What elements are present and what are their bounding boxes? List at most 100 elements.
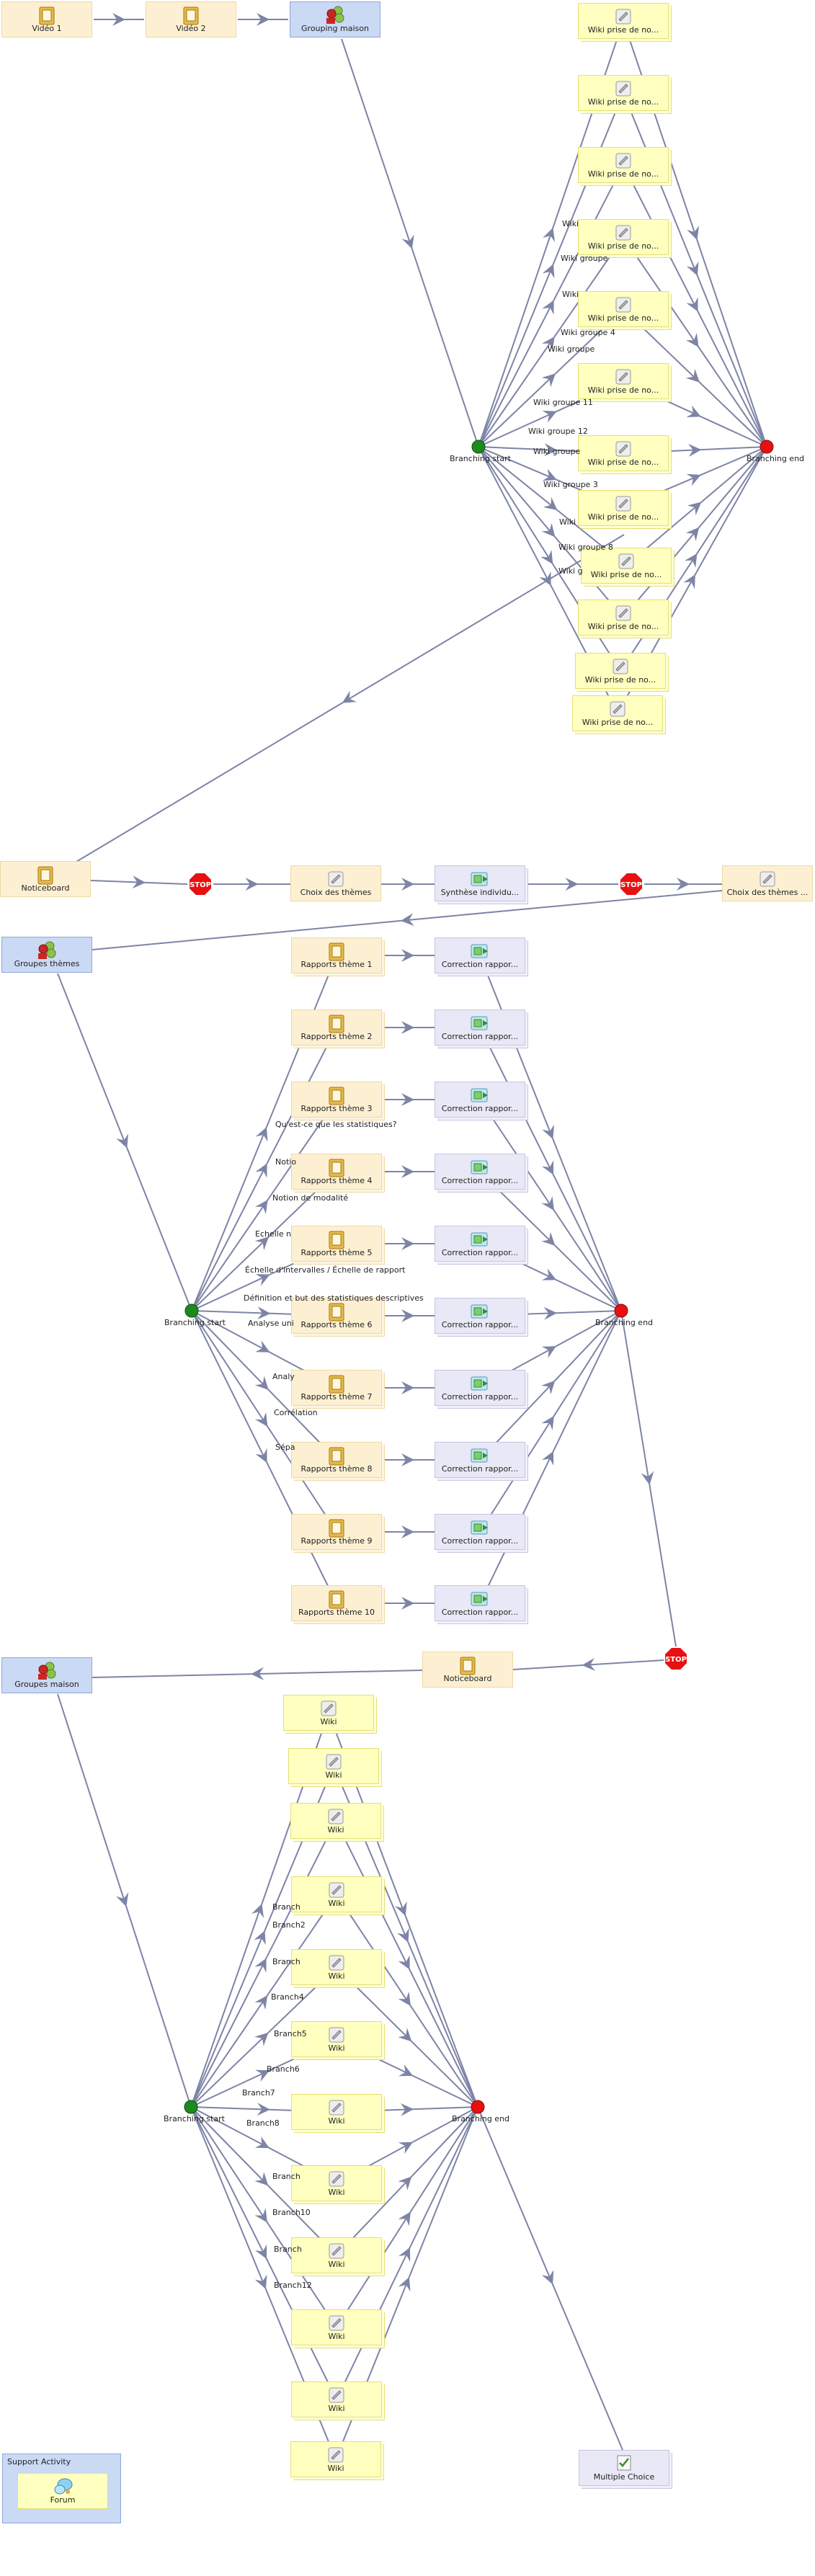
- wiki-prise-de-notes-activity[interactable]: Wiki prise de no...: [581, 548, 672, 584]
- rapports-theme-9-activity[interactable]: Rapports thème 9: [291, 1514, 382, 1550]
- arrowhead: [394, 1901, 407, 1916]
- wiki-activity-10[interactable]: Wiki: [291, 2309, 382, 2345]
- rapports-theme-1-activity[interactable]: Rapports thème 1: [291, 937, 382, 973]
- wiki-prise-de-notes-activity[interactable]: Wiki prise de no...: [578, 147, 669, 183]
- groupes-maison-activity[interactable]: Groupes maison: [1, 1657, 92, 1693]
- rapports-theme-3-activity[interactable]: Rapports thème 3: [291, 1082, 382, 1118]
- forum-icon: [54, 2478, 73, 2495]
- arrowhead: [254, 1930, 266, 1946]
- wiki-activity-6[interactable]: Wiki: [291, 2021, 382, 2057]
- correction-rapport-4-activity[interactable]: Correction rappor...: [435, 1154, 525, 1190]
- video-1-activity[interactable]: Vidéo 1: [1, 1, 92, 37]
- wiki-activity-9[interactable]: Wiki: [291, 2237, 382, 2273]
- document-icon: [460, 1657, 476, 1677]
- wiki-prise-de-notes-activity[interactable]: Wiki prise de no...: [578, 219, 669, 255]
- rapports-theme-10-activity[interactable]: Rapports thème 10: [291, 1585, 382, 1621]
- activity-label: Rapports thème 1: [300, 960, 373, 969]
- arrowhead: [685, 332, 699, 347]
- correction-rapport-9-activity[interactable]: Correction rappor...: [435, 1514, 525, 1550]
- activity-label: Wiki prise de no...: [582, 718, 654, 727]
- wiki-prise-de-notes-activity[interactable]: Wiki prise de no...: [578, 435, 669, 471]
- video-2-activity[interactable]: Vidéo 2: [146, 1, 236, 37]
- activity-label: Correction rappor...: [441, 1536, 519, 1546]
- wiki-prise-de-notes-activity[interactable]: Wiki prise de no...: [575, 653, 666, 689]
- correction-rapport-3-activity[interactable]: Correction rappor...: [435, 1082, 525, 1118]
- wiki-icon: [328, 1954, 345, 1974]
- rapports-theme-7-activity[interactable]: Rapports thème 7: [291, 1370, 382, 1406]
- correction-rapport-5-activity[interactable]: Correction rappor...: [435, 1226, 525, 1262]
- activity-label: Wiki: [328, 2332, 345, 2341]
- rapports-theme-6-activity[interactable]: Rapports thème 6: [291, 1298, 382, 1334]
- branching-start-node[interactable]: [471, 440, 486, 454]
- arrowhead: [401, 1381, 414, 1394]
- stop-gate-2[interactable]: STOP: [619, 872, 643, 896]
- wiki-prise-de-notes-activity[interactable]: Wiki prise de no...: [578, 490, 669, 526]
- branching-end-node[interactable]: [471, 2100, 485, 2114]
- arrowhead: [254, 1376, 269, 1390]
- synthese-individuelle-activity[interactable]: Synthèse individu...: [435, 865, 525, 901]
- rapports-theme-8-activity[interactable]: Rapports thème 8: [291, 1442, 382, 1478]
- arrowhead: [541, 1450, 554, 1466]
- wiki-icon: [615, 368, 632, 388]
- rapports-theme-5-activity[interactable]: Rapports thème 5: [291, 1226, 382, 1262]
- branching-start-node[interactable]: [184, 1303, 199, 1318]
- rapports-theme-2-activity[interactable]: Rapports thème 2: [291, 1010, 382, 1046]
- arrowhead: [542, 468, 557, 481]
- branching-end-node[interactable]: [760, 440, 774, 454]
- wiki-prise-de-notes-activity[interactable]: Wiki prise de no...: [578, 291, 669, 327]
- stop-gate-1[interactable]: STOP: [188, 872, 213, 896]
- document-icon: [37, 866, 53, 887]
- arrowhead: [255, 1412, 268, 1427]
- stop-gate-3[interactable]: STOP: [664, 1646, 688, 1671]
- branching-end-node[interactable]: [614, 1303, 628, 1318]
- wiki-prise-de-notes-activity[interactable]: Wiki prise de no...: [578, 75, 669, 111]
- wiki-activity-5[interactable]: Wiki: [291, 1949, 382, 1985]
- wiki-activity-8[interactable]: Wiki: [291, 2165, 382, 2201]
- wiki-activity-4[interactable]: Wiki: [291, 1876, 382, 1912]
- correction-rapport-6-activity[interactable]: Correction rappor...: [435, 1298, 525, 1334]
- activity-label: Rapports thème 7: [300, 1392, 373, 1401]
- branch-label: Branch: [272, 1957, 300, 1966]
- forum-activity[interactable]: Forum: [17, 2473, 108, 2509]
- wiki-activity-3[interactable]: Wiki: [290, 1803, 381, 1839]
- wiki-activity-2[interactable]: Wiki: [288, 1748, 379, 1784]
- noticeboard-activity[interactable]: Noticeboard: [0, 861, 91, 897]
- assessment-icon: [470, 1087, 490, 1106]
- groupes-themes-activity[interactable]: Groupes thèmes: [1, 937, 92, 973]
- wiki-prise-de-notes-activity[interactable]: Wiki prise de no...: [578, 3, 669, 39]
- activity-label: Wiki: [320, 1717, 337, 1726]
- activity-label: Wiki: [327, 1825, 344, 1835]
- correction-rapport-7-activity[interactable]: Correction rappor...: [435, 1370, 525, 1406]
- arrowhead: [397, 1927, 409, 1943]
- correction-rapport-1-activity[interactable]: Correction rappor...: [435, 937, 525, 973]
- arrowhead: [401, 949, 414, 962]
- branching-start-node[interactable]: [184, 2100, 198, 2114]
- grouping-icon: [324, 4, 347, 27]
- branch-label: Wiki groupe 11: [533, 398, 593, 407]
- assessment-icon: [470, 1159, 490, 1178]
- wiki-prise-de-notes-activity[interactable]: Wiki prise de no...: [578, 600, 669, 636]
- branch-label: Wiki groupe 3: [543, 480, 598, 489]
- rapports-theme-4-activity[interactable]: Rapports thème 4: [291, 1154, 382, 1190]
- wiki-activity-12[interactable]: Wiki: [290, 2441, 381, 2477]
- wiki-activity-7[interactable]: Wiki: [291, 2094, 382, 2130]
- choix-des-themes-2-activity[interactable]: Choix des thèmes ...: [722, 865, 813, 901]
- choix-des-themes-activity[interactable]: Choix des thèmes: [290, 865, 381, 901]
- activity-label: Correction rappor...: [441, 1320, 519, 1329]
- correction-rapport-8-activity[interactable]: Correction rappor...: [435, 1442, 525, 1478]
- wiki-prise-de-notes-activity[interactable]: Wiki prise de no...: [578, 363, 669, 399]
- wiki-activity-1[interactable]: Wiki: [283, 1695, 374, 1731]
- wiki-activity-11[interactable]: Wiki: [291, 2381, 382, 2417]
- grouping-maison-activity[interactable]: Grouping maison: [290, 1, 380, 37]
- branch-label: Wiki groupe 4: [561, 328, 615, 337]
- activity-label: Vidéo 1: [32, 24, 62, 33]
- correction-rapport-10-activity[interactable]: Correction rappor...: [435, 1585, 525, 1621]
- correction-rapport-2-activity[interactable]: Correction rappor...: [435, 1010, 525, 1046]
- arrowhead: [254, 2244, 267, 2260]
- wiki-prise-de-notes-activity[interactable]: Wiki prise de no...: [572, 695, 663, 731]
- arrowhead: [398, 2028, 412, 2042]
- document-icon: [183, 6, 199, 27]
- multiple-choice-activity[interactable]: Multiple Choice: [579, 2450, 669, 2486]
- noticeboard-2-activity[interactable]: Noticeboard: [422, 1652, 513, 1688]
